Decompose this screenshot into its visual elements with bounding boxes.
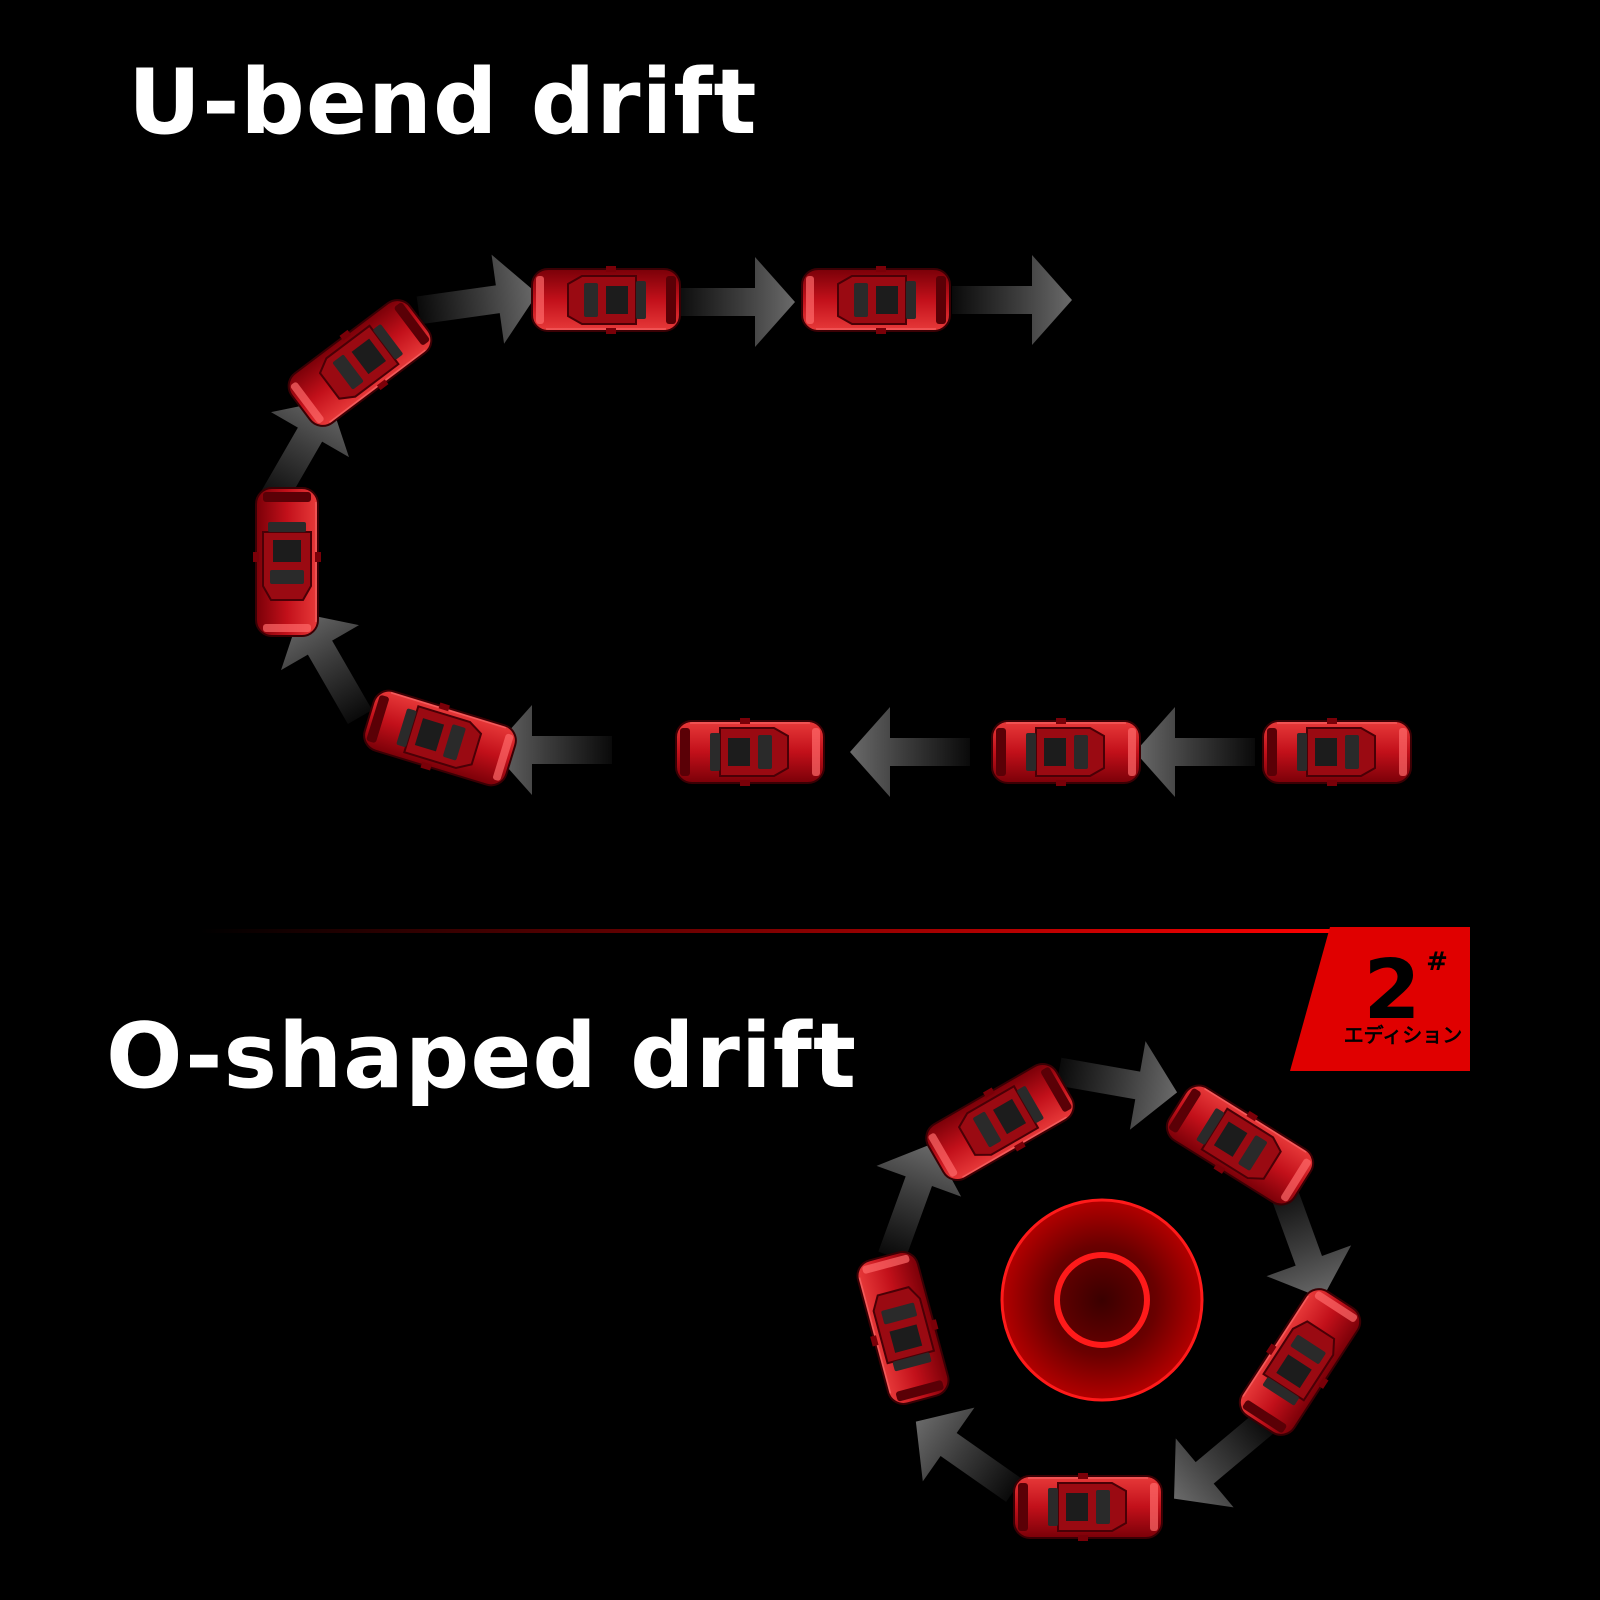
car-icon [531, 265, 681, 335]
car-icon [675, 717, 825, 787]
car-icon [252, 487, 322, 637]
edition-badge-icon: 2 # エディション [1290, 927, 1470, 1071]
u-bend-path [231, 249, 1412, 797]
badge-mark: # [1426, 947, 1448, 977]
car-icon [1262, 717, 1412, 787]
car-icon [1230, 1280, 1370, 1444]
arrow-icon [1135, 707, 1255, 797]
target-icon [1002, 1200, 1202, 1400]
car-icon [801, 265, 951, 335]
o-shaped-path [849, 1027, 1370, 1542]
badge-number: 2 [1363, 943, 1420, 1038]
badge-text: エディション [1344, 1023, 1463, 1047]
arrow-icon [850, 707, 970, 797]
car-icon [917, 1054, 1083, 1190]
arrow-icon [952, 255, 1072, 345]
car-icon [279, 290, 441, 436]
divider: 2 # エディション [200, 927, 1470, 1071]
car-icon [358, 682, 522, 794]
o-shaped-drift-title: O-shaped drift [106, 1004, 857, 1109]
car-icon [1158, 1075, 1322, 1215]
car-icon [1013, 1472, 1163, 1542]
car-icon [991, 717, 1141, 787]
u-bend-drift-title: U-bend drift [128, 50, 758, 155]
car-icon [850, 1246, 956, 1410]
arrow-icon [1051, 1027, 1185, 1137]
arrow-icon [675, 257, 795, 347]
